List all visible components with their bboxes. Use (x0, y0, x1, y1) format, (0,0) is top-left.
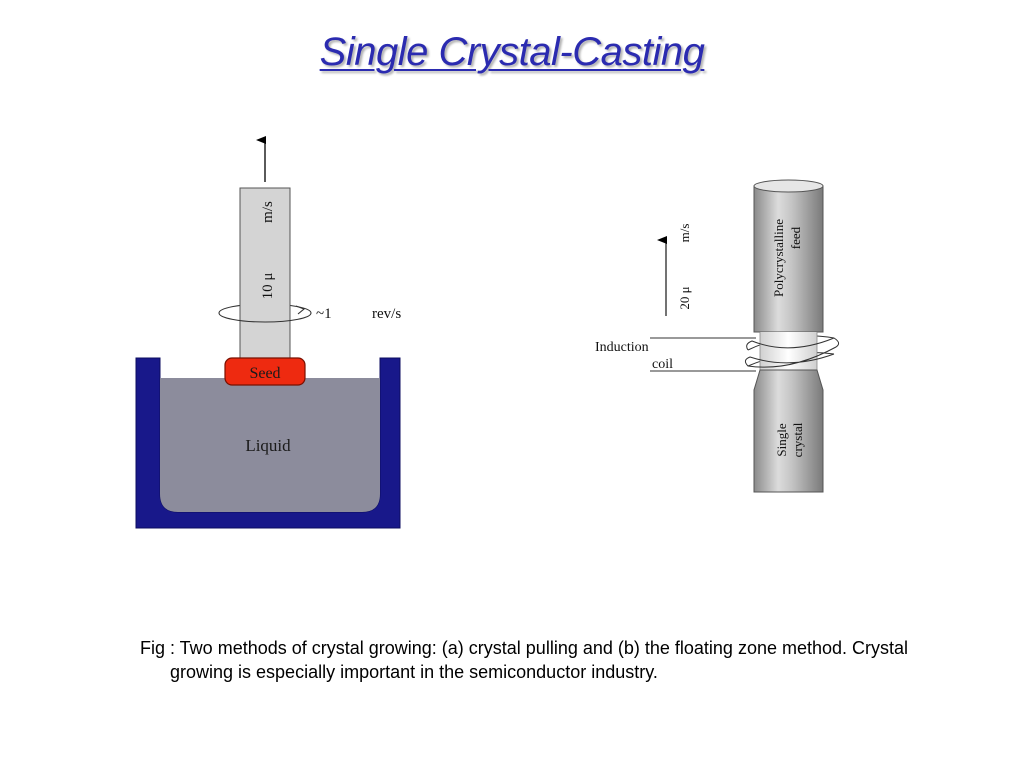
crystal-growing-diagram: Liquid 10 μ m/s ~1 rev/s Seed 20 μ m/s (135, 136, 840, 529)
induction-coil-front (744, 337, 840, 368)
slide-title: Single Crystal-Casting (319, 30, 705, 74)
liquid-label: Liquid (245, 436, 291, 455)
rotation-value: ~1 (316, 306, 332, 322)
liquid-melt (160, 378, 380, 512)
feed-rod-top (753, 179, 824, 193)
crystal-label-line1: Single (774, 423, 789, 456)
coil-label-line2: coil (652, 357, 673, 372)
seed-label: Seed (249, 365, 280, 382)
pull-rate-value: 10 μ (260, 273, 276, 300)
molten-zone (760, 332, 817, 370)
rotation-unit: rev/s (372, 306, 401, 322)
coil-label-line1: Induction (595, 340, 649, 355)
crystal-label-line2: crystal (790, 422, 805, 457)
feed-rate-unit: m/s (677, 224, 692, 243)
figure-caption: Fig : Two methods of crystal growing: (a… (140, 638, 909, 682)
pull-rate-unit: m/s (260, 201, 276, 223)
crystal-pulling-diagram: Liquid 10 μ m/s ~1 rev/s Seed (135, 136, 401, 529)
feed-label-line1: Polycrystalline (771, 219, 786, 297)
rotation-arrow-tip (295, 305, 306, 315)
feed-label-line2: feed (788, 226, 803, 249)
molten-zone-edges (759, 332, 818, 370)
floating-zone-diagram: 20 μ m/s Induction coil Polycrystalline … (595, 179, 840, 493)
rotation-ring-front (218, 312, 312, 323)
single-crystal-rod (753, 369, 824, 493)
polycrystalline-feed-rod (753, 185, 824, 333)
seed-crystal (224, 357, 306, 386)
feed-rate-value: 20 μ (677, 286, 692, 309)
